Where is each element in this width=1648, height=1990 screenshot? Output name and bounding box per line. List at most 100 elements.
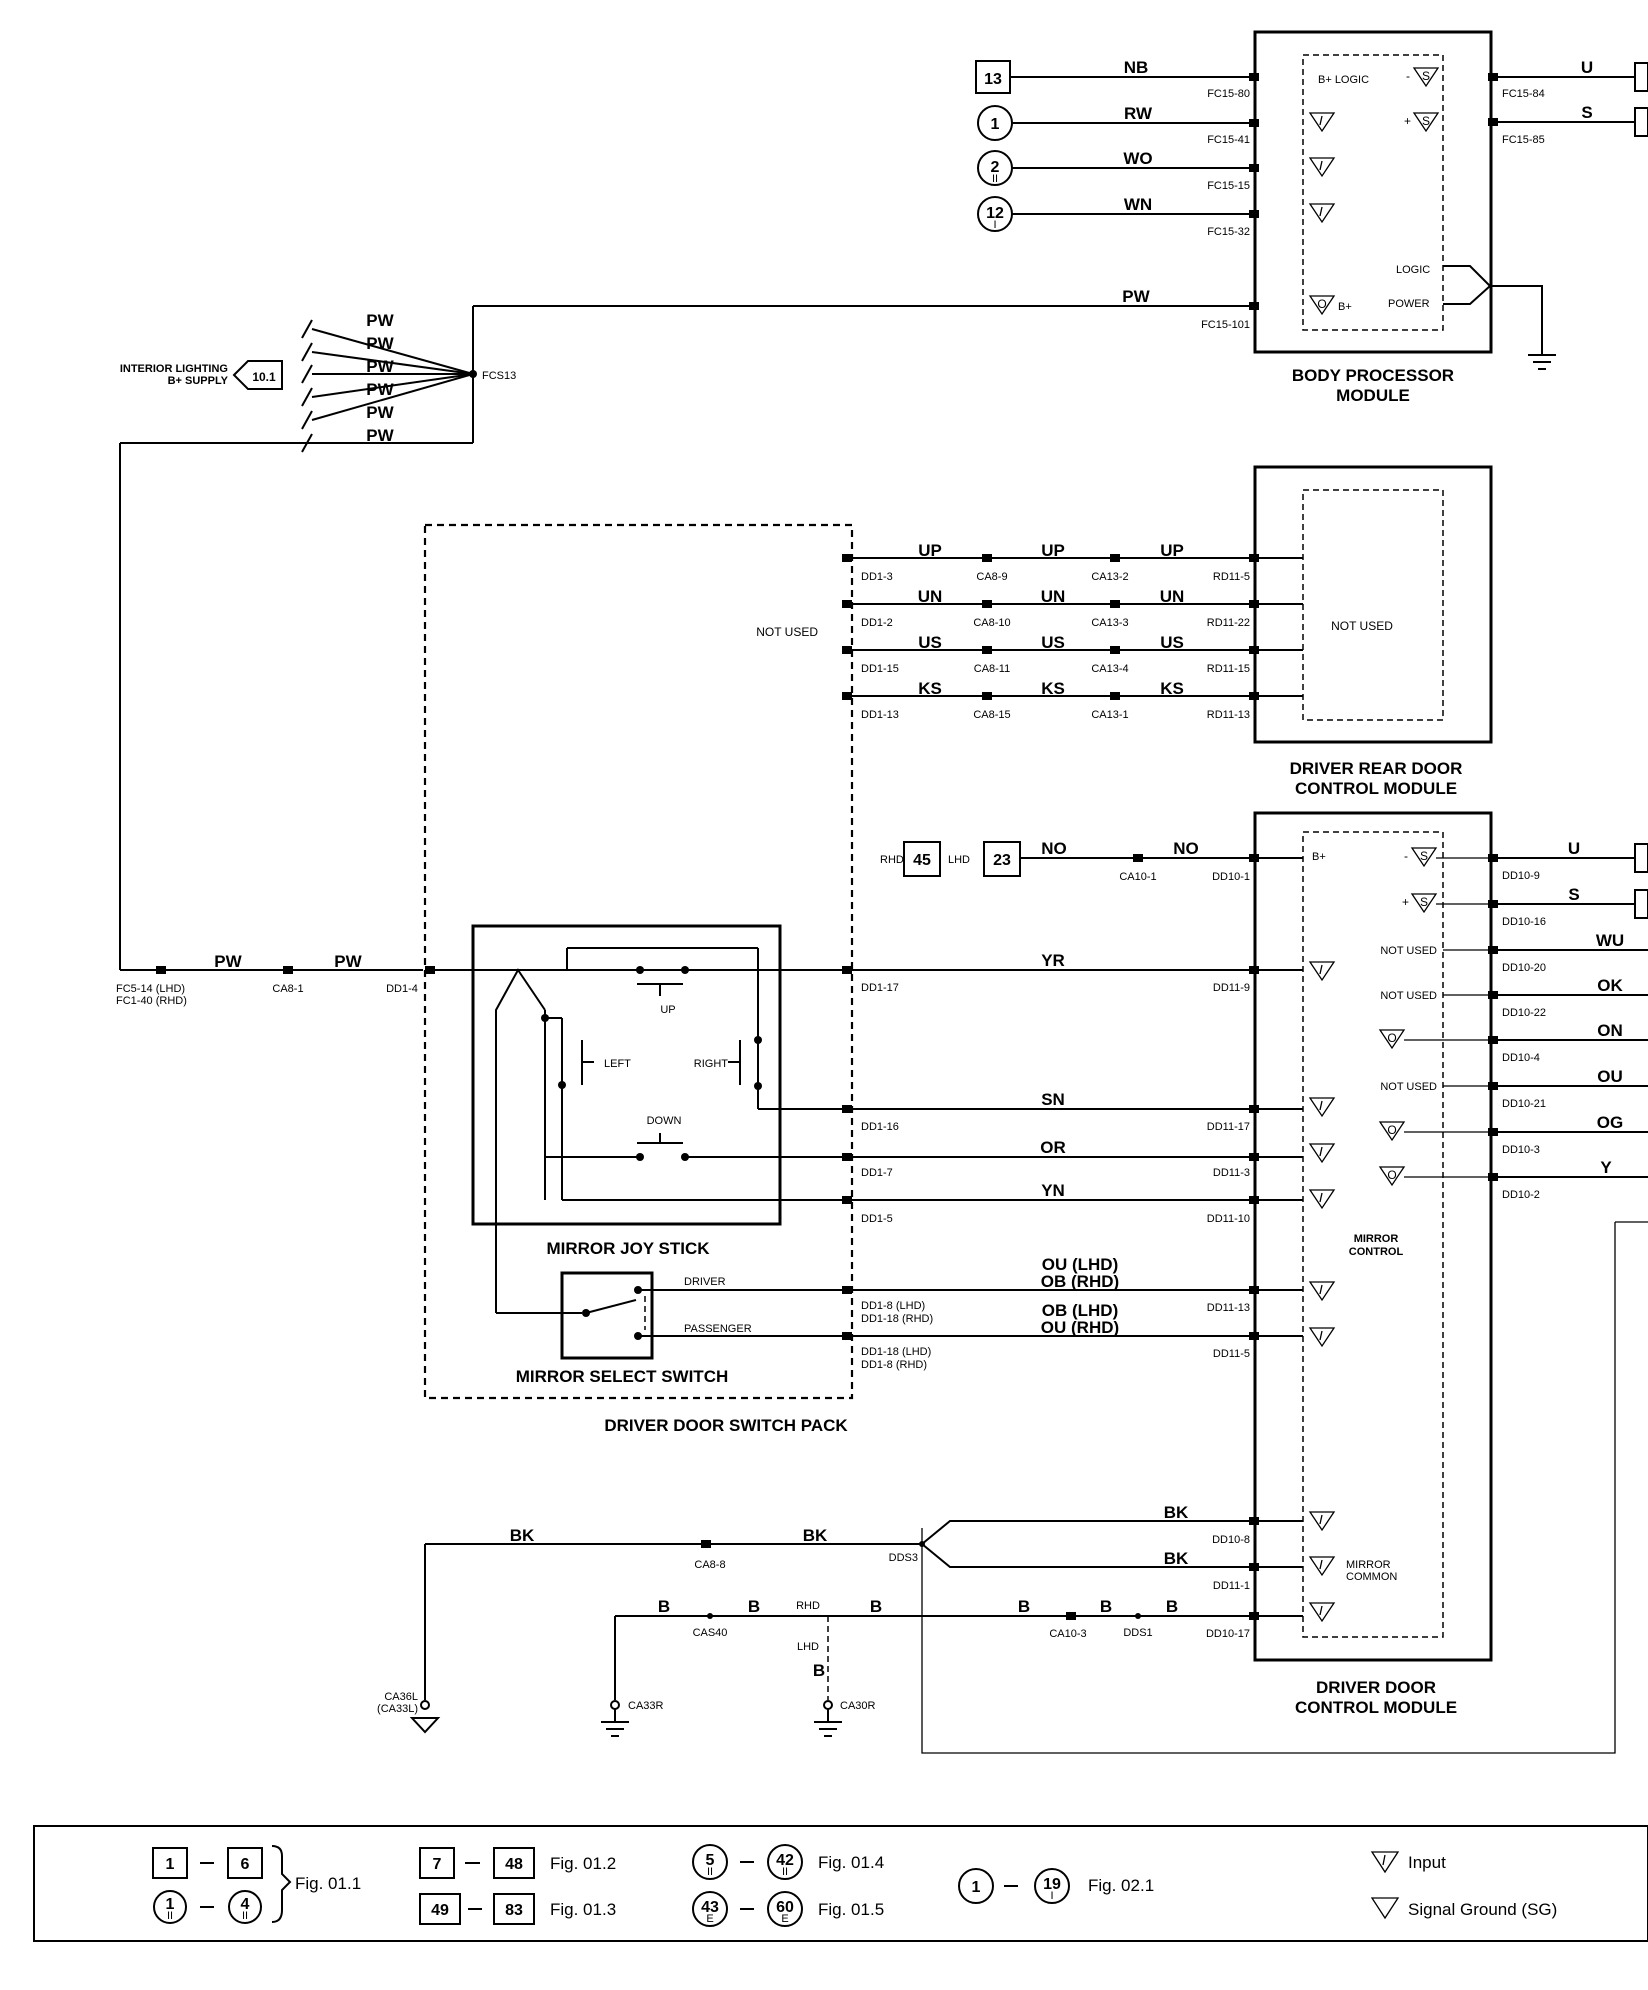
pin-ca10-3: CA10-3 bbox=[1049, 1628, 1086, 1640]
legend-ref-6: 6 bbox=[241, 1856, 250, 1873]
bpm-power-label: POWER bbox=[1388, 298, 1430, 310]
ddcm-wire-ok: OK bbox=[1597, 976, 1623, 995]
ddcm-b-plus: B+ bbox=[1312, 851, 1326, 863]
pin-fc15-101: FC15-101 bbox=[1201, 319, 1250, 331]
switchpack-title: DRIVER DOOR SWITCH PACK bbox=[604, 1416, 848, 1435]
pin-fc15-15: FC15-15 bbox=[1207, 180, 1250, 192]
rear-wire-up-1: UP bbox=[918, 541, 942, 560]
wire-label-wo: WO bbox=[1123, 149, 1152, 168]
ref-12-roman: I bbox=[993, 219, 996, 231]
pin-dd1-2: DD1-2 bbox=[861, 617, 893, 629]
ddcm-input-symbols bbox=[1308, 961, 1336, 1623]
ddcm-not-used-2: NOT USED bbox=[1380, 990, 1437, 1002]
pin-dd10-2: DD10-2 bbox=[1502, 1189, 1540, 1201]
joystick-box bbox=[471, 924, 782, 1226]
mirror-common-2: COMMON bbox=[1346, 1571, 1397, 1583]
pin-dd10-3: DD10-3 bbox=[1502, 1144, 1540, 1156]
rear-wire-ks-2: KS bbox=[1041, 679, 1065, 698]
wire-label-bk-4: BK bbox=[1164, 1549, 1189, 1568]
ref-23: 23 bbox=[993, 852, 1011, 869]
ddcm-rhd: RHD bbox=[880, 854, 904, 866]
rear-wire-un-3: UN bbox=[1160, 587, 1185, 606]
pin-dd10-20: DD10-20 bbox=[1502, 962, 1546, 974]
pin-dd1-8-lhd: DD1-8 (LHD) bbox=[861, 1300, 925, 1312]
interior-lighting-supply: INTERIOR LIGHTING B+ SUPPLY 10.1 PW PW P… bbox=[119, 306, 516, 970]
body-processor-module: B+ LOGIC LOGIC POWER BODY PROCESSOR MODU… bbox=[473, 30, 1648, 405]
wire-label-ou-rhd: OU (RHD) bbox=[1041, 1318, 1119, 1337]
bpm-plus: + bbox=[1404, 114, 1411, 128]
pin-ca8-9: CA8-9 bbox=[976, 571, 1007, 583]
pin-rd11-22: RD11-22 bbox=[1207, 617, 1250, 629]
pin-rd11-5: RD11-5 bbox=[1213, 571, 1250, 583]
wire-label-b-3: B bbox=[870, 1597, 882, 1616]
bpm-minus: - bbox=[1406, 69, 1410, 83]
rdcm-title-line1: DRIVER REAR DOOR bbox=[1290, 759, 1463, 778]
ddcm-sig-s1: S bbox=[1420, 849, 1428, 863]
joystick-wires bbox=[842, 966, 1303, 1204]
legend-i: I bbox=[1050, 1890, 1053, 1902]
ddcm-title-line1: DRIVER DOOR bbox=[1316, 1678, 1436, 1697]
pin-dd1-5: DD1-5 bbox=[861, 1213, 893, 1225]
ddcm-lhd: LHD bbox=[948, 854, 970, 866]
pin-dd1-7: DD1-7 bbox=[861, 1167, 893, 1179]
legend-ref-c1b: 1 bbox=[972, 1879, 981, 1896]
ddcm-out-o1: O bbox=[1387, 1031, 1396, 1045]
pin-dd10-9: DD10-9 bbox=[1502, 870, 1540, 882]
wire-label-b-5: B bbox=[1100, 1597, 1112, 1616]
mirror-common-return bbox=[921, 1222, 1616, 1754]
ddcm-not-used-1: NOT USED bbox=[1380, 945, 1437, 957]
bpm-signal-s2: S bbox=[1422, 114, 1430, 128]
rear-wire-us-1: US bbox=[918, 633, 942, 652]
bpm-inner-box bbox=[1302, 54, 1444, 331]
ddcm-wire-on: ON bbox=[1597, 1021, 1623, 1040]
ddcm-wire-y: Y bbox=[1600, 1158, 1612, 1177]
supply-label-1: INTERIOR LIGHTING bbox=[120, 363, 228, 375]
pin-dd1-8-rhd: DD1-8 (RHD) bbox=[861, 1359, 927, 1371]
joystick-internal bbox=[435, 947, 846, 1313]
wire-label-yn: YN bbox=[1041, 1181, 1065, 1200]
supply-label-2: B+ SUPPLY bbox=[168, 375, 229, 387]
legend-fig-01-3: Fig. 01.3 bbox=[550, 1900, 616, 1919]
ground-ca36l: CA36L bbox=[384, 1691, 418, 1703]
legend-fig-01-2: Fig. 01.2 bbox=[550, 1854, 616, 1873]
rear-wire-up-3: UP bbox=[1160, 541, 1184, 560]
ground-lhd: LHD bbox=[797, 1641, 819, 1653]
pin-ca13-3: CA13-3 bbox=[1091, 617, 1128, 629]
mirror-joystick: MIRROR JOY STICK PW PW FC5-14 (LHD) FC1-… bbox=[116, 924, 1303, 1313]
wire-label-b-4: B bbox=[1018, 1597, 1030, 1616]
ground-ca33l: (CA33L) bbox=[377, 1703, 418, 1715]
joystick-up: UP bbox=[660, 1004, 675, 1016]
pin-fc15-41: FC15-41 bbox=[1207, 134, 1250, 146]
pw-label-5: PW bbox=[366, 403, 394, 422]
splice-cas40: CAS40 bbox=[693, 1627, 728, 1639]
ground-ca30r: CA30R bbox=[840, 1700, 876, 1712]
pin-fc15-32: FC15-32 bbox=[1207, 226, 1250, 238]
pin-ca8-15: CA8-15 bbox=[973, 709, 1010, 721]
bpm-connector-stubs bbox=[1249, 73, 1498, 310]
ddcm-wire-og: OG bbox=[1597, 1113, 1623, 1132]
ground-circuit: BK BK BK BK CA8-8 DDS3 DD10-8 DD11-1 CA3… bbox=[377, 1503, 1303, 1737]
legend-roman-2: II bbox=[242, 1910, 248, 1922]
wire-label-sn: SN bbox=[1041, 1090, 1065, 1109]
wire-label-no-2: NO bbox=[1173, 839, 1199, 858]
pin-fc15-85: FC15-85 bbox=[1502, 134, 1545, 146]
joystick-title: MIRROR JOY STICK bbox=[546, 1239, 710, 1258]
pin-dd1-18-lhd: DD1-18 (LHD) bbox=[861, 1346, 931, 1358]
pin-dd10-4: DD10-4 bbox=[1502, 1052, 1540, 1064]
pin-dd11-10: DD11-10 bbox=[1207, 1213, 1250, 1225]
ddcm-wire-s: S bbox=[1568, 885, 1579, 904]
pin-dd11-5: DD11-5 bbox=[1213, 1348, 1250, 1360]
legend-ref-c42: 42 bbox=[776, 1852, 794, 1869]
ref-45: 45 bbox=[913, 852, 931, 869]
rear-wire-un-2: UN bbox=[1041, 587, 1066, 606]
wire-label-b-1: B bbox=[658, 1597, 670, 1616]
legend-box bbox=[33, 1825, 1648, 1942]
wire-label-wn: WN bbox=[1124, 195, 1152, 214]
pin-rd11-13: RD11-13 bbox=[1207, 709, 1250, 721]
pw-label-1: PW bbox=[366, 311, 394, 330]
select-switch-box bbox=[560, 1271, 654, 1360]
pin-ca8-10: CA8-10 bbox=[973, 617, 1010, 629]
splice-dds3: DDS3 bbox=[889, 1552, 918, 1564]
rear-wire-un-1: UN bbox=[918, 587, 943, 606]
